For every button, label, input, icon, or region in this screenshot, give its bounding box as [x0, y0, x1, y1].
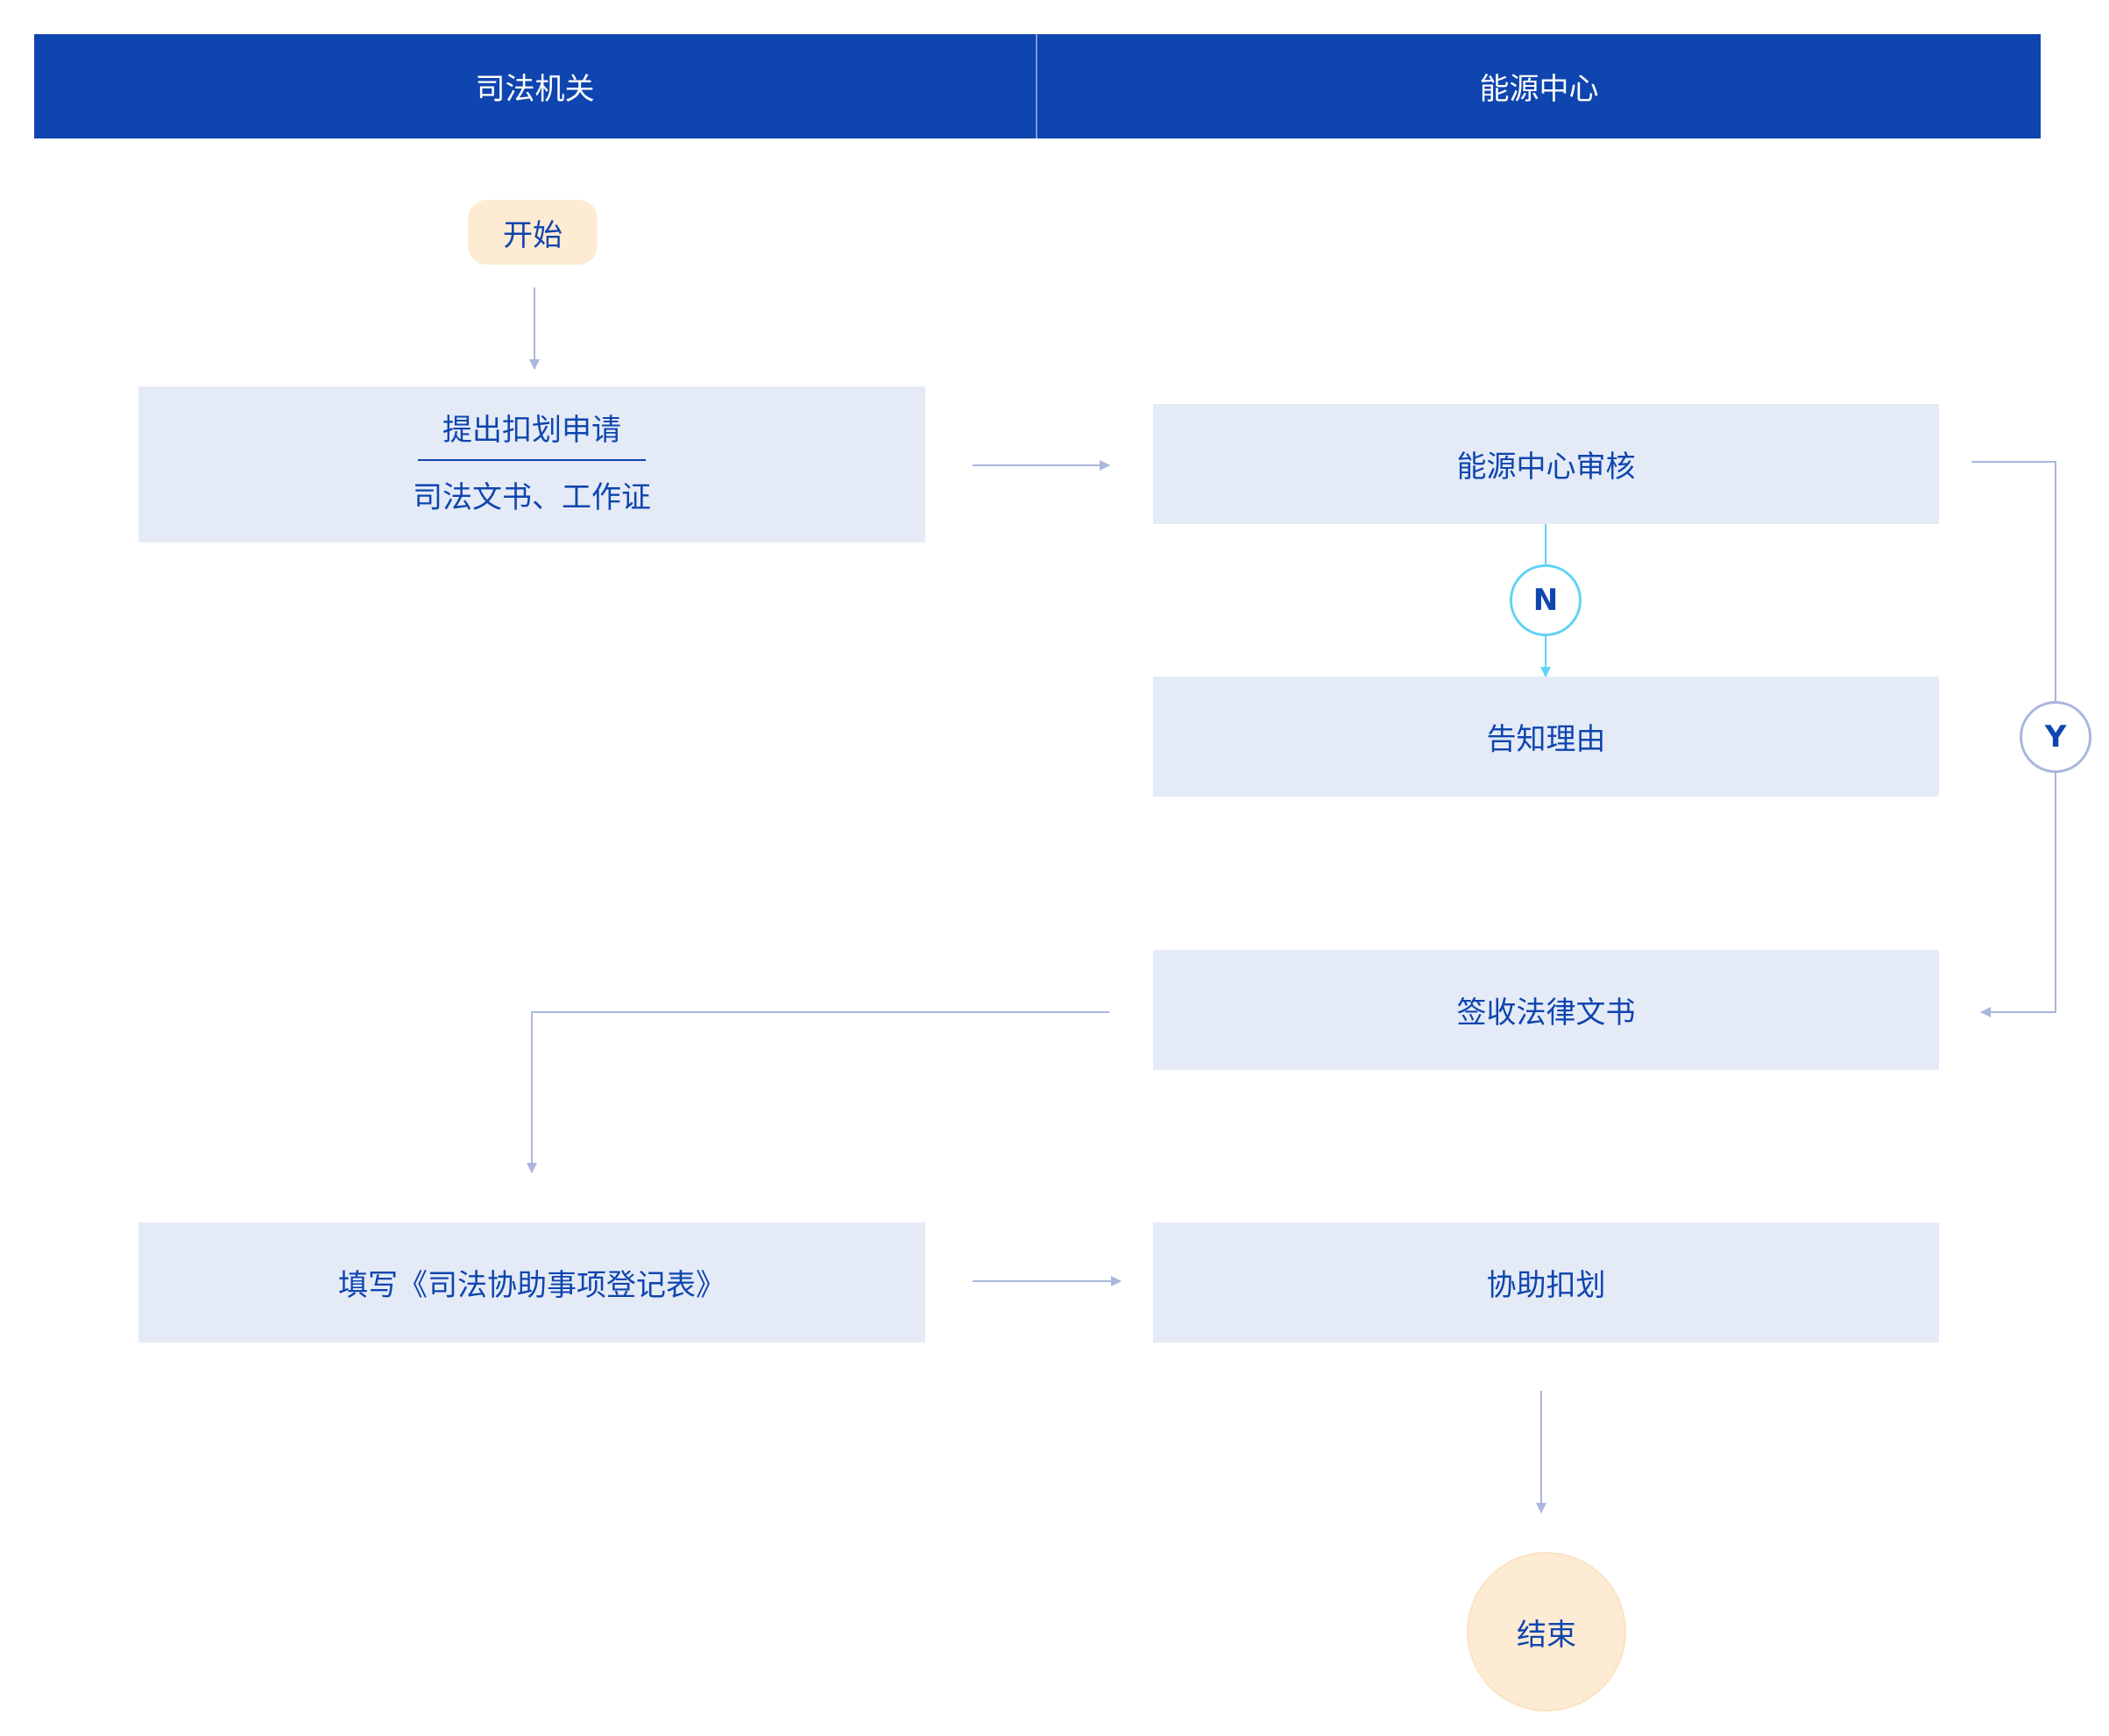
notify-label: 告知理由 — [1486, 722, 1606, 757]
start-node: 开始 — [468, 200, 598, 265]
yes-branch-label: Y — [2044, 719, 2067, 755]
end-node: 结束 — [1467, 1552, 1626, 1711]
assist-node: 协助扣划 — [1153, 1222, 1939, 1343]
lane-title-judicial: 司法机关 — [475, 72, 595, 107]
assist-label: 协助扣划 — [1486, 1268, 1606, 1303]
end-label: 结束 — [1517, 1617, 1576, 1653]
connector-sign-to-fill-form — [527, 1011, 1109, 1173]
connector-y-to-sign — [1980, 773, 2056, 1017]
apply-title: 提出扣划申请 — [418, 413, 646, 461]
apply-node: 提出扣划申请 司法文书、工作证 — [138, 386, 925, 542]
fill-form-node: 填写《司法协助事项登记表》 — [138, 1222, 925, 1343]
sign-node: 签收法律文书 — [1153, 950, 1939, 1070]
no-branch-badge: N — [1510, 564, 1582, 636]
start-label: 开始 — [503, 217, 563, 253]
review-node: 能源中心审核 — [1153, 404, 1939, 524]
yes-branch-badge: Y — [2020, 701, 2091, 773]
notify-node: 告知理由 — [1153, 677, 1939, 797]
lane-header-energy-center: 能源中心 — [1037, 34, 2041, 138]
connector-review-to-y — [1971, 461, 2056, 701]
lane-title-energy-center: 能源中心 — [1479, 72, 1599, 107]
lane-divider — [1036, 34, 1037, 138]
sign-label: 签收法律文书 — [1456, 996, 1636, 1031]
no-branch-label: N — [1532, 583, 1559, 618]
apply-materials: 司法文书、工作证 — [413, 480, 651, 515]
fill-form-label: 填写《司法协助事项登记表》 — [338, 1268, 725, 1303]
review-label: 能源中心审核 — [1456, 450, 1636, 485]
lane-header-judicial: 司法机关 — [34, 34, 1036, 138]
